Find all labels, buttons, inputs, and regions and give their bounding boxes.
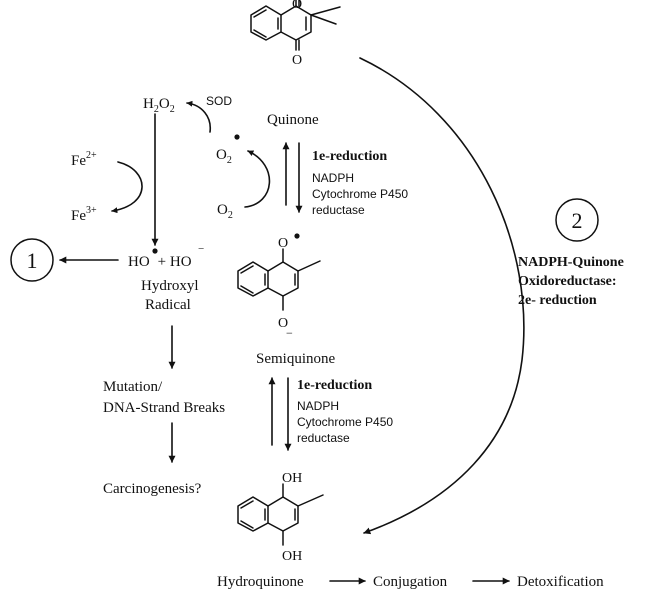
oxygen-label: O2 bbox=[217, 202, 233, 221]
cofactor-p450-top: Cytochrome P450 bbox=[312, 187, 408, 201]
conjugation-label: Conjugation bbox=[373, 574, 448, 590]
semiquinone-bottom-oxygen: O bbox=[278, 316, 288, 331]
hydroquinone-top-hydroxyl: OH bbox=[282, 471, 302, 486]
pathway-2-marker bbox=[555, 198, 599, 242]
ferrous-label: Fe2+ bbox=[71, 150, 97, 169]
sod-dismutation-arrow bbox=[186, 100, 212, 133]
sod-label: SOD bbox=[206, 94, 232, 108]
cofactor-reductase-top: reductase bbox=[312, 203, 365, 217]
hydroxyl-radical-label-line1: Hydroxyl bbox=[141, 278, 199, 294]
semiquinone-structure bbox=[237, 248, 321, 311]
reduction-step-label-bottom: 1e-reduction bbox=[297, 378, 372, 393]
oxygen-to-superoxide-arrow bbox=[244, 150, 271, 208]
pathway2-enzyme-line1: NADPH-Quinone bbox=[518, 255, 624, 270]
hydroxyl-radical-dot bbox=[152, 248, 158, 254]
cofactor-nadph-bottom: NADPH bbox=[297, 399, 339, 413]
ferric-label: Fe3+ bbox=[71, 205, 97, 224]
pathway-1-marker bbox=[10, 238, 54, 282]
mutation-label-line1: Mutation/ bbox=[103, 379, 163, 395]
semiquinone-top-oxygen: O bbox=[278, 236, 288, 251]
detoxification-label: Detoxification bbox=[517, 574, 604, 590]
semiquinone-charge: − bbox=[286, 326, 293, 340]
superoxide-radical-dot bbox=[234, 134, 240, 140]
cofactor-reductase-bottom: reductase bbox=[297, 431, 350, 445]
hydroquinone-label: Hydroquinone bbox=[217, 574, 304, 590]
pathway2-enzyme-line2: Oxidoreductase: bbox=[518, 274, 617, 289]
iron-oxidation-arrow bbox=[111, 161, 143, 214]
reduction-step-label-top: 1e-reduction bbox=[312, 149, 387, 164]
h2o2-label: H2O2 bbox=[143, 96, 175, 115]
pathway-2-number: 2 bbox=[572, 208, 583, 233]
semiquinone-radical-dot bbox=[294, 233, 300, 239]
quinone-top-oxygen: O bbox=[292, 0, 302, 12]
mutation-label-line2: DNA-Strand Breaks bbox=[103, 400, 225, 416]
pathway2-enzyme-line3: 2e- reduction bbox=[518, 293, 597, 308]
pathway-1-number: 1 bbox=[27, 248, 38, 273]
cofactor-nadph-top: NADPH bbox=[312, 171, 354, 185]
quinone-bottom-oxygen: O bbox=[292, 53, 302, 68]
hydroxide-charge: − bbox=[198, 243, 204, 255]
hydroxyl-radical-label-line2: Radical bbox=[145, 297, 191, 313]
semiquinone-label: Semiquinone bbox=[256, 351, 336, 367]
hydroquinone-bottom-hydroxyl: OH bbox=[282, 549, 302, 564]
hydroxyl-radical-formula: HO+ HO bbox=[128, 254, 192, 270]
quinone-label: Quinone bbox=[267, 112, 319, 128]
cofactor-p450-bottom: Cytochrome P450 bbox=[297, 415, 393, 429]
hydroquinone-structure bbox=[237, 483, 324, 546]
quinone-structure bbox=[250, 0, 341, 51]
two-electron-reduction-arrow bbox=[359, 57, 525, 535]
superoxide-label: O2 bbox=[216, 147, 232, 166]
carcinogenesis-label: Carcinogenesis? bbox=[103, 481, 202, 497]
